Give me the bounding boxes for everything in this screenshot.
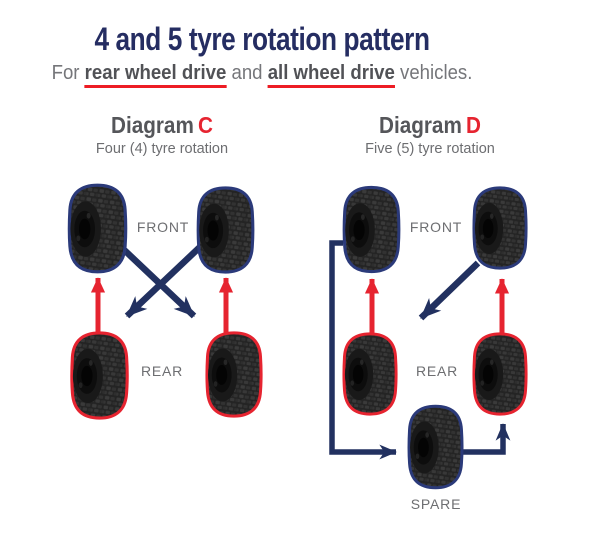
tyre-icon-d-spare [407, 404, 464, 490]
diagram-c-heading-word: Diagram [111, 112, 194, 138]
spare-label-d: SPARE [410, 496, 462, 512]
page-subtitle: For rear wheel drive and all wheel drive… [18, 60, 505, 88]
arrow-d-spare-to-rear-right [462, 423, 511, 455]
diagram-c-arrows [90, 243, 234, 342]
front-label-c: FRONT [136, 219, 190, 235]
tyre-icon-d-rear-left [342, 332, 398, 416]
rear-label-c: REAR [140, 363, 184, 379]
diagram-c-heading-letter: C [198, 112, 213, 138]
arrow-c-front-right-to-rear-left [124, 243, 204, 319]
tyre-icon-d-rear-right [472, 332, 528, 416]
rear-label-d: REAR [415, 363, 459, 379]
tyre-icon-c-rear-left [70, 331, 129, 420]
page-title: 4 and 5 tyre rotation pattern [94, 21, 430, 57]
subtitle-middle: and [226, 62, 268, 84]
tyre-icon-d-front-left [342, 185, 401, 274]
arrow-d-front-right-to-rear-left [418, 260, 481, 321]
diagram-c-subheading: Four (4) tyre rotation [95, 141, 229, 157]
subtitle-prefix: For [51, 62, 85, 84]
diagram-d-heading-word: Diagram [379, 112, 462, 138]
subtitle-all-wheel-drive: all wheel drive [267, 62, 395, 88]
tyre-icon-d-front-right [472, 186, 528, 270]
arrow-c-front-left-to-rear-right [117, 243, 197, 319]
subtitle-suffix: vehicles. [394, 62, 473, 84]
tyre-icon-c-rear-right [205, 331, 263, 418]
diagram-d-heading-letter: D [466, 112, 481, 138]
arrow-d-front-left-to-spare [329, 240, 397, 460]
tyre-icon-c-front-right [196, 186, 255, 274]
diagram-d-arrows [329, 240, 511, 460]
front-label-d: FRONT [409, 219, 463, 235]
subtitle-rear-wheel-drive: rear wheel drive [84, 62, 227, 88]
tyre-icon-c-front-left [67, 183, 128, 274]
diagram-d-subheading: Five (5) tyre rotation [365, 141, 495, 157]
